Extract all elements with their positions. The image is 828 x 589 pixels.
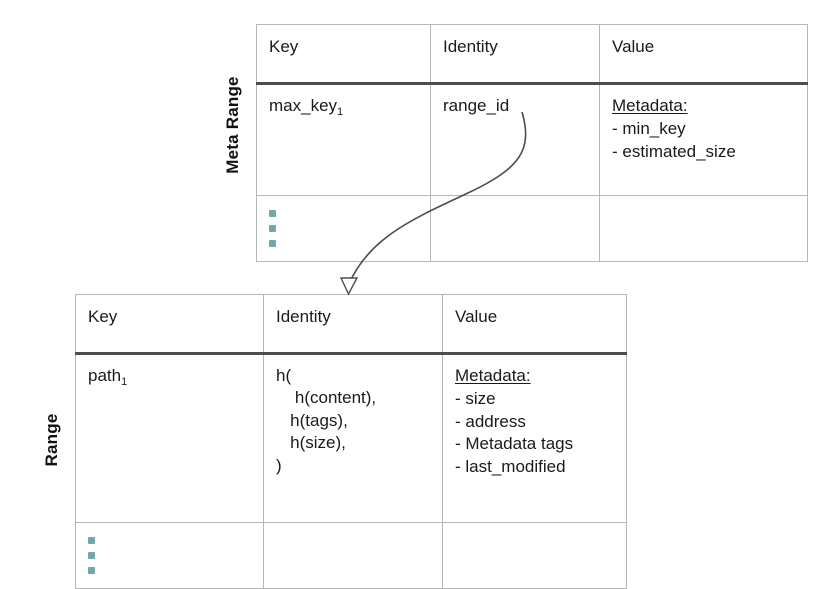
metadata-item: - Metadata tags (455, 434, 574, 454)
metadata-item: - address (455, 411, 526, 431)
cell-identity: h( h(content), h(tags), h(size), ) (263, 353, 443, 523)
vertical-ellipsis-icon (269, 210, 276, 247)
cell-identity-more (430, 194, 600, 263)
cell-key: max_key1 (256, 83, 431, 196)
column-header-key: Key (75, 294, 264, 355)
table-header-row: Key Identity Value (75, 294, 627, 355)
range-section-label: Range (42, 413, 61, 467)
metadata-list: - min_key - estimated_size (612, 118, 795, 163)
key-value: max_key (269, 96, 338, 115)
table-row-more (256, 194, 808, 263)
table-row: path1 h( h(content), h(tags), h(size), )… (75, 353, 627, 523)
metadata-title: Metadata: (455, 366, 531, 385)
cell-key-more (256, 194, 431, 263)
metadata-item: - last_modified (455, 456, 566, 476)
column-header-key: Key (256, 24, 431, 85)
column-header-identity: Identity (430, 24, 600, 85)
meta-range-table: Key Identity Value max_key1 range_id Met… (256, 24, 808, 263)
cell-value: Metadata: - min_key - estimated_size (599, 83, 808, 196)
table-header-row: Key Identity Value (256, 24, 808, 85)
cell-key-more (75, 521, 264, 589)
cell-identity-more (263, 521, 443, 589)
meta-range-section-label: Meta Range (223, 76, 242, 174)
cell-value: Metadata: - size - address - Metadata ta… (442, 353, 627, 523)
connector-arrowhead (339, 277, 359, 296)
cell-key: path1 (75, 353, 264, 523)
key-value: path (88, 366, 122, 385)
column-header-value: Value (442, 294, 627, 355)
column-header-value: Value (599, 24, 808, 85)
cell-value-more (442, 521, 627, 589)
cell-identity: range_id (430, 83, 600, 196)
vertical-ellipsis-icon (88, 537, 95, 574)
key-subscript: 1 (337, 106, 344, 118)
metadata-item: - min_key (612, 119, 686, 139)
cell-value-more (599, 194, 808, 263)
range-table: Key Identity Value path1 h( h(content), … (75, 294, 627, 589)
table-row: max_key1 range_id Metadata: - min_key - … (256, 83, 808, 196)
metadata-list: - size - address - Metadata tags - last_… (455, 388, 614, 478)
column-header-identity: Identity (263, 294, 443, 355)
metadata-item: - size (455, 389, 496, 409)
metadata-title: Metadata: (612, 96, 688, 115)
key-subscript: 1 (121, 376, 128, 388)
metadata-item: - estimated_size (612, 141, 736, 161)
table-row-more (75, 521, 627, 589)
